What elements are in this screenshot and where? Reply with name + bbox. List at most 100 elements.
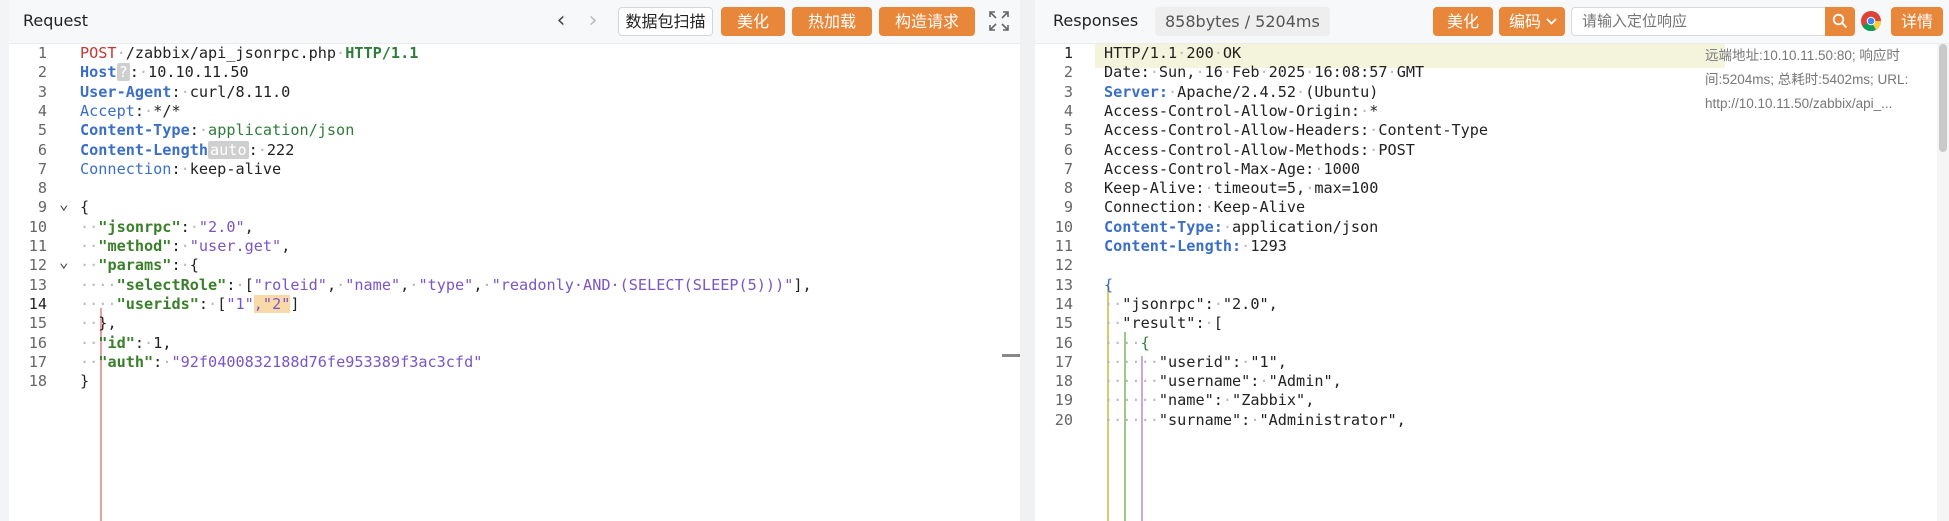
line-number: 4 xyxy=(37,101,47,120)
packet-scan-button[interactable]: 数据包扫描 xyxy=(618,7,713,36)
code-token: Keep-Alive xyxy=(1213,198,1306,217)
code-line[interactable]: 15··"result":·[ xyxy=(1035,314,1949,333)
encoding-label: 编码 xyxy=(1509,12,1542,31)
code-line[interactable]: 12 xyxy=(1035,256,1949,275)
code-token: · xyxy=(180,237,190,255)
code-token: Content-Type xyxy=(1378,121,1489,140)
code-line[interactable]: 10··"jsonrpc":·"2.0", xyxy=(9,218,1020,237)
indent-guide xyxy=(100,308,102,521)
beautify-button[interactable]: 美化 xyxy=(721,7,785,36)
splitter-handle[interactable] xyxy=(1002,354,1020,357)
code-token: : xyxy=(226,275,236,294)
code-token: · xyxy=(336,275,346,294)
code-token: Content-Type: xyxy=(1104,217,1223,236)
code-line[interactable]: 15··}, xyxy=(9,314,1020,333)
pane-divider[interactable] xyxy=(1020,0,1035,521)
code-line[interactable]: 17······"userid":·"1", xyxy=(1035,353,1949,372)
encoding-dropdown[interactable]: 编码 xyxy=(1499,7,1565,36)
back-button[interactable]: ‹ xyxy=(556,8,566,33)
code-token: Keep-Alive: xyxy=(1104,179,1205,198)
code-text: { xyxy=(1104,276,1113,295)
code-text: HTTP/1.1·200·OK xyxy=(1104,44,1241,63)
code-line[interactable]: 13 { xyxy=(1035,276,1949,295)
code-line[interactable]: 20 ······"surname":·"Administrator", xyxy=(1035,411,1949,430)
code-token: : xyxy=(129,63,139,82)
code-token: : xyxy=(171,159,181,178)
code-token: "1", xyxy=(1250,352,1287,371)
response-beautify-button[interactable]: 美化 xyxy=(1433,7,1493,36)
code-line[interactable]: 11··"method":·"user.get", xyxy=(9,237,1020,256)
code-line[interactable]: 16··"id":·1, xyxy=(9,334,1020,353)
response-scrollbar[interactable] xyxy=(1937,44,1949,521)
response-editor[interactable]: 远端地址:10.10.11.50:80; 响应时间:5204ms; 总耗时:54… xyxy=(1035,44,1949,521)
fold-chevron-icon[interactable]: ⌄ xyxy=(59,252,69,272)
line-number: 18 xyxy=(1054,372,1073,391)
hot-reload-button[interactable]: 热加载 xyxy=(792,7,872,36)
code-line[interactable]: 14··"jsonrpc":·"2.0", xyxy=(1035,295,1949,314)
code-token: · xyxy=(198,121,209,140)
line-number: 20 xyxy=(1054,410,1073,429)
expand-icon[interactable] xyxy=(987,9,1011,33)
build-request-button[interactable]: 构造请求 xyxy=(879,7,975,36)
code-token: · xyxy=(1222,63,1233,82)
forward-button[interactable]: › xyxy=(588,8,598,33)
code-line[interactable]: 9⌄{ xyxy=(9,194,1020,217)
code-token: ···· xyxy=(80,294,117,313)
code-token: ······ xyxy=(1104,410,1159,429)
code-token: , xyxy=(326,275,337,294)
code-line[interactable]: 14····"userids":·["1","2"] xyxy=(9,294,1020,314)
indent-guide xyxy=(1141,356,1143,521)
code-token: "userid": xyxy=(1158,352,1242,371)
scrollbar-thumb[interactable] xyxy=(1939,44,1947,152)
code-line[interactable]: 12⌄··"params":·{ xyxy=(9,252,1020,275)
code-line[interactable]: 18······"username":·"Admin", xyxy=(1035,372,1949,391)
code-text: ······"surname":·"Administrator", xyxy=(1104,411,1406,430)
left-gutter xyxy=(0,0,9,521)
fold-chevron-icon[interactable]: ⌄ xyxy=(59,194,69,214)
code-token: "2.0" xyxy=(198,217,245,236)
code-line[interactable]: 19······"name":·"Zabbix", xyxy=(1035,391,1949,410)
line-number: 12 xyxy=(1054,256,1073,275)
code-line[interactable]: 17··"auth":·"92f0400832188d76fe953389f3a… xyxy=(9,353,1020,372)
locate-response-input[interactable] xyxy=(1571,7,1825,36)
code-text: ····"userids":·["1","2"] xyxy=(80,294,300,314)
search-button[interactable] xyxy=(1825,7,1855,36)
line-number: 7 xyxy=(1063,159,1073,178)
code-line[interactable]: 8 xyxy=(9,179,1020,198)
code-token: application/json xyxy=(208,121,355,140)
code-token: , xyxy=(473,275,483,294)
code-token: Feb xyxy=(1232,63,1260,82)
code-token: ], xyxy=(793,275,812,294)
code-token: Content-Length: xyxy=(1104,237,1242,255)
code-line[interactable]: 18} xyxy=(9,372,1020,391)
code-token: ·· xyxy=(80,256,99,275)
line-number: 13 xyxy=(1054,275,1073,294)
code-line[interactable]: 16····{ xyxy=(1035,334,1949,353)
details-button[interactable]: 详情 xyxy=(1891,7,1943,36)
code-line[interactable]: 13····"selectRole":·["roleid",·"name",·"… xyxy=(9,276,1020,295)
chrome-icon[interactable] xyxy=(1860,10,1882,32)
code-token: · xyxy=(189,217,199,236)
code-text: Content-Type:·application/json xyxy=(80,121,354,140)
code-token: Server: xyxy=(1104,82,1169,101)
line-number: 10 xyxy=(28,217,47,236)
